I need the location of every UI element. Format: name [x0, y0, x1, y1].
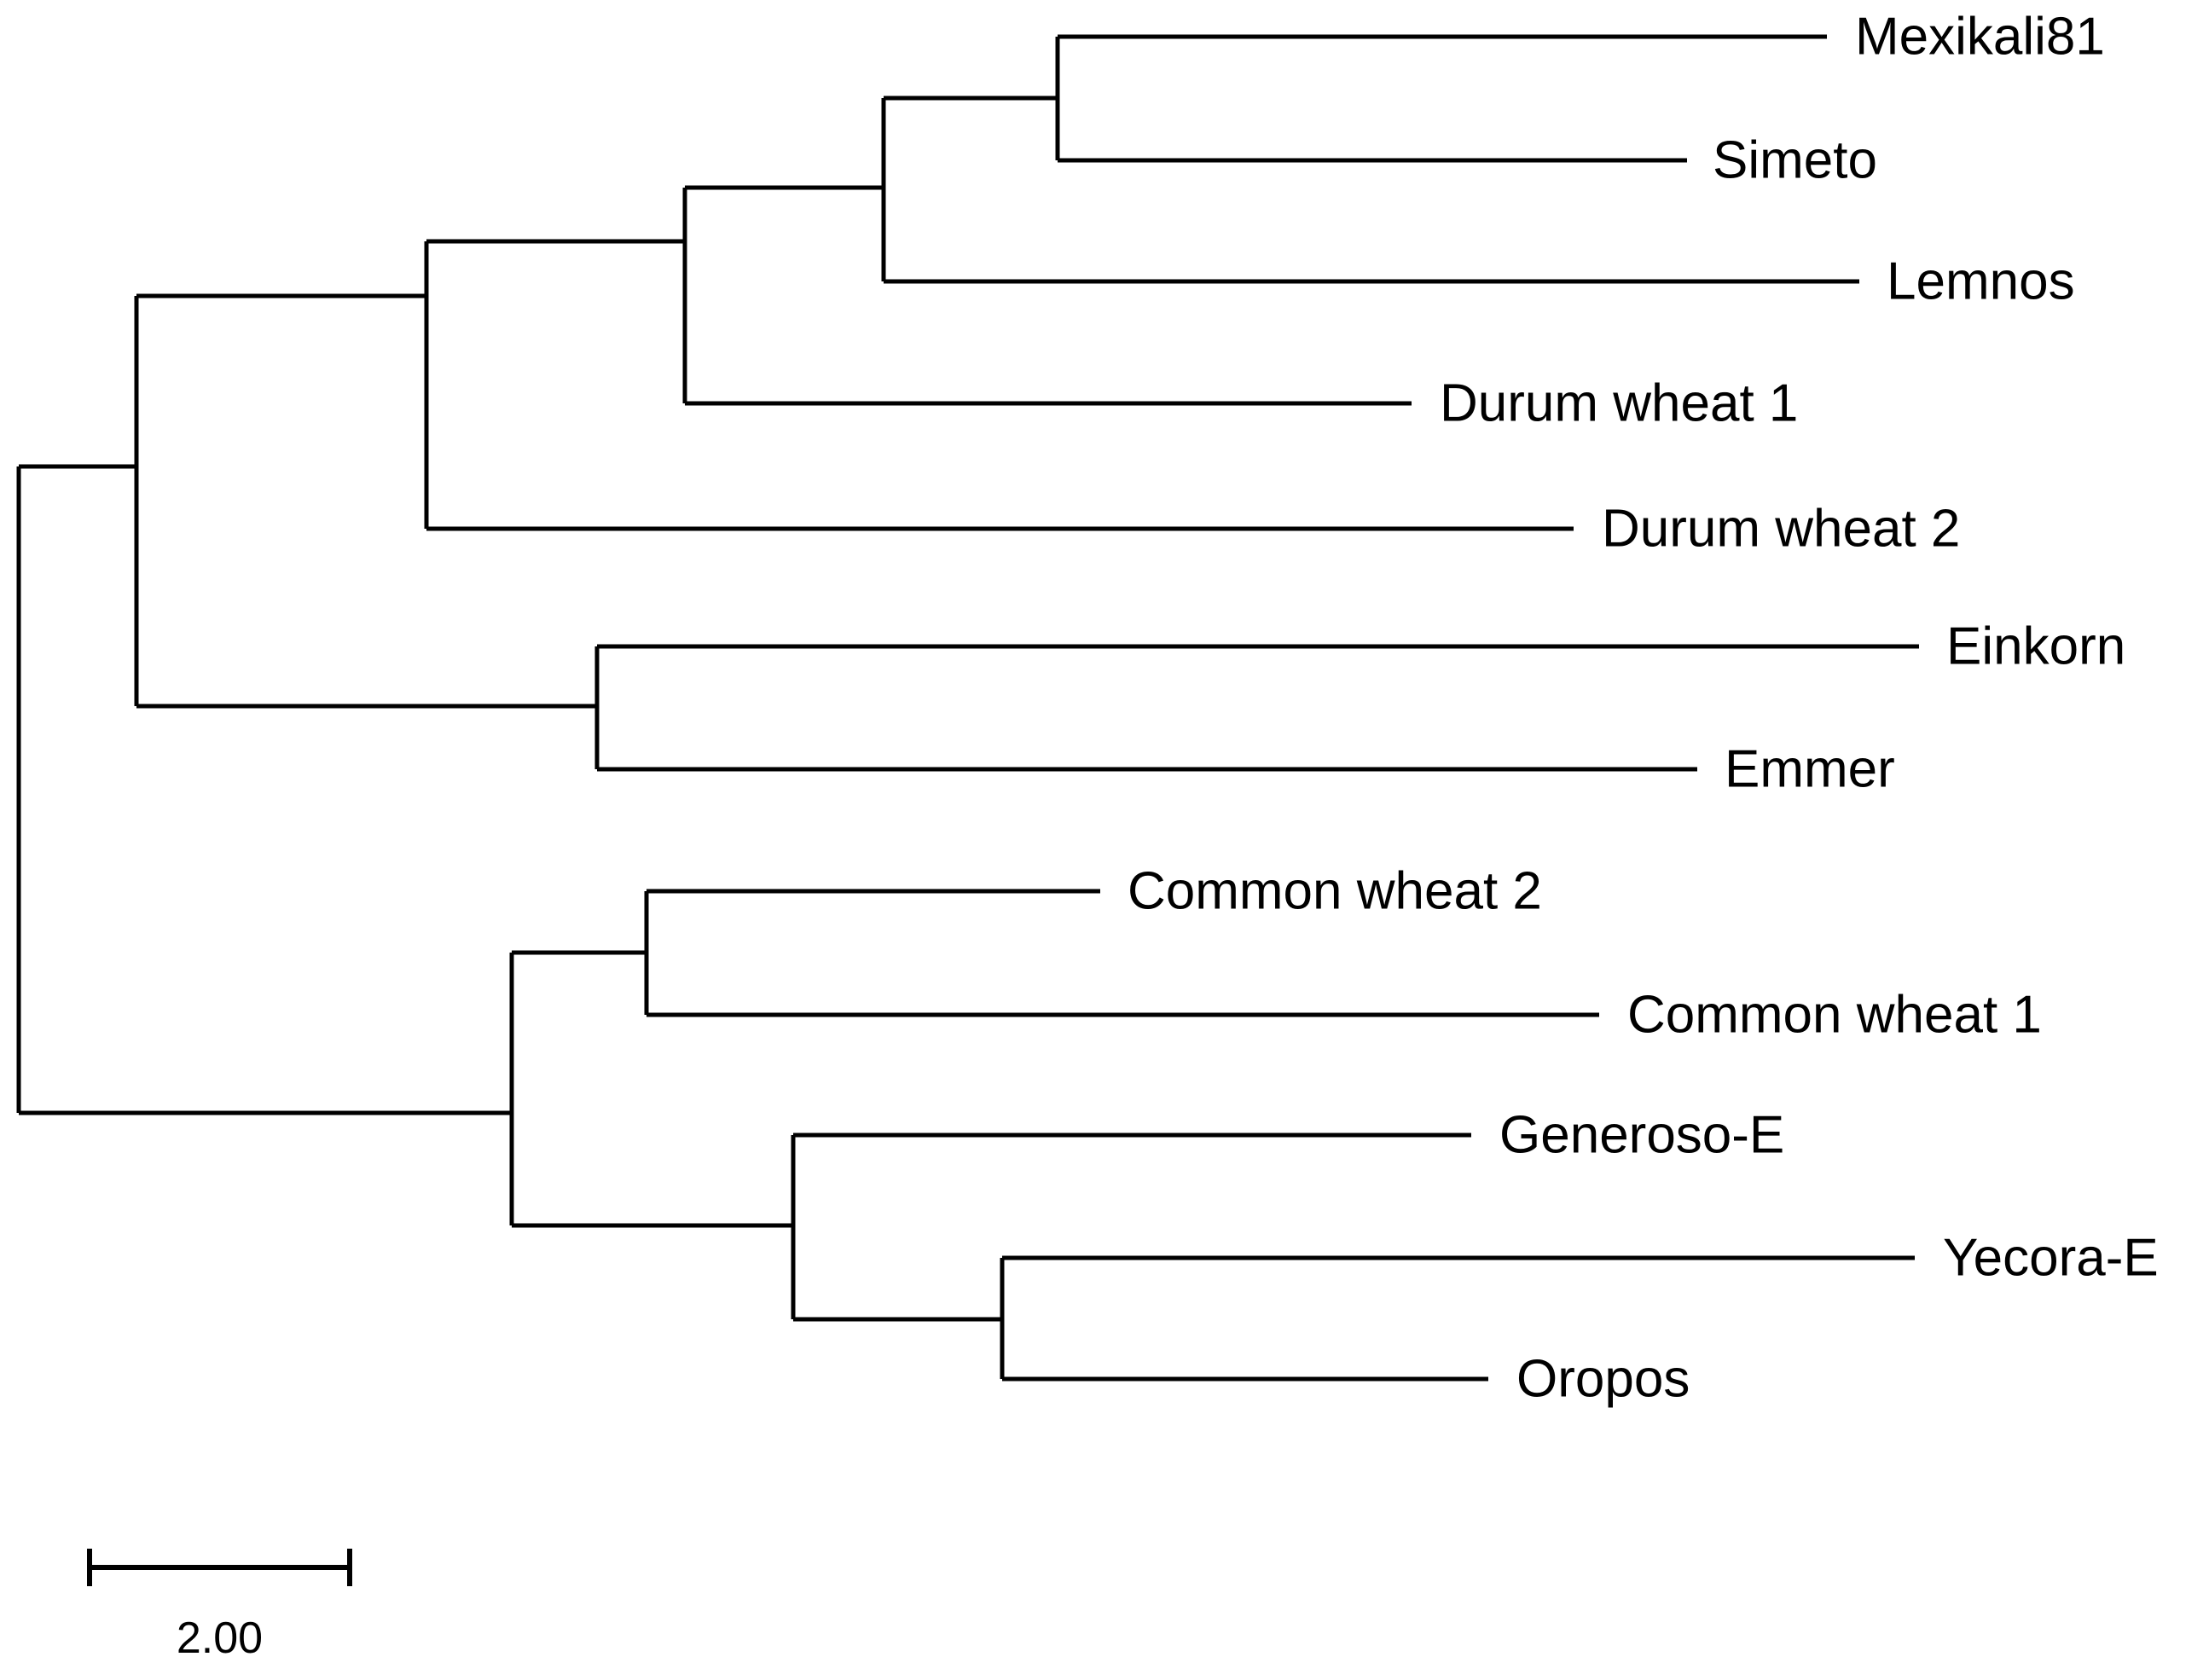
- leaf-label-yecora-e: Yecora-E: [1943, 1228, 2159, 1287]
- branch-layer: [16, 34, 1919, 1382]
- leaf-label-emmer: Emmer: [1725, 739, 1895, 798]
- leaf-label-lemnos: Lemnos: [1887, 252, 2075, 310]
- leaf-label-durum-wheat-1: Durum wheat 1: [1440, 374, 1798, 432]
- leaf-label-common-wheat-2: Common wheat 2: [1128, 861, 1542, 920]
- leaf-label-generoso-e: Generoso-E: [1499, 1105, 1784, 1164]
- leaf-label-einkorn: Einkorn: [1946, 617, 2125, 675]
- leaf-label-durum-wheat-2: Durum wheat 2: [1602, 499, 1960, 558]
- scale-bar-label: 2.00: [177, 1613, 263, 1663]
- leaf-label-common-wheat-1: Common wheat 1: [1627, 985, 2042, 1044]
- leaf-label-simeto: Simeto: [1713, 130, 1877, 189]
- leaf-label-oropos: Oropos: [1516, 1349, 1690, 1408]
- scale-bar-group: 2.00: [87, 1549, 352, 1663]
- leaf-label-mexikali81: Mexikali81: [1855, 7, 2105, 66]
